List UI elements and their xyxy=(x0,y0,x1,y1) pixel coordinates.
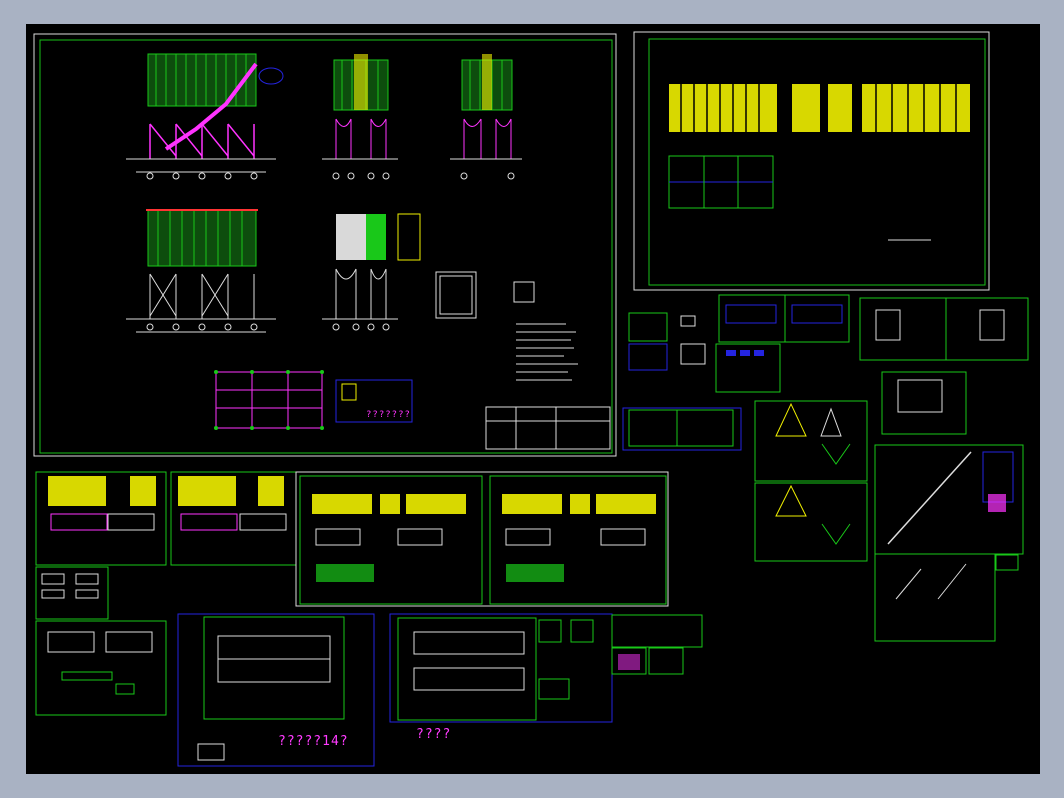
cad-drawing xyxy=(33,31,1029,767)
sheet-detail-triangles[interactable] xyxy=(754,400,868,562)
elevation-view-3 xyxy=(450,54,522,160)
sheet-detail-small-2[interactable] xyxy=(715,294,850,393)
elevation-view-5 xyxy=(322,213,421,320)
sheet-note-label: ?????14? xyxy=(278,734,349,749)
elevation-view-1 xyxy=(126,53,284,173)
sheet-bottom-4[interactable] xyxy=(177,613,375,767)
sheet-bottom-5[interactable] xyxy=(389,613,703,723)
sheet-detail-small-4[interactable] xyxy=(622,407,742,451)
sheet-main[interactable] xyxy=(33,33,617,457)
elevation-view-4 xyxy=(126,209,276,333)
sheet-detail-small-1[interactable] xyxy=(628,312,706,371)
title-block xyxy=(485,406,611,450)
elevation-view-2 xyxy=(322,54,398,160)
drawing-canvas[interactable]: ?????14? ???? ??????? xyxy=(26,24,1040,774)
sheet-top-right[interactable] xyxy=(633,31,990,291)
sheet-detail-stair[interactable] xyxy=(874,444,1024,642)
sheet-bottom-3[interactable] xyxy=(35,620,167,716)
sheet-detail-small-3[interactable] xyxy=(859,297,1029,435)
small-note-label: ??????? xyxy=(366,410,411,420)
plan-view xyxy=(214,370,413,430)
sheet-note-label-2: ???? xyxy=(416,727,452,742)
sheet-bottom-1[interactable] xyxy=(35,471,297,620)
sheet-bottom-2[interactable] xyxy=(295,471,669,607)
